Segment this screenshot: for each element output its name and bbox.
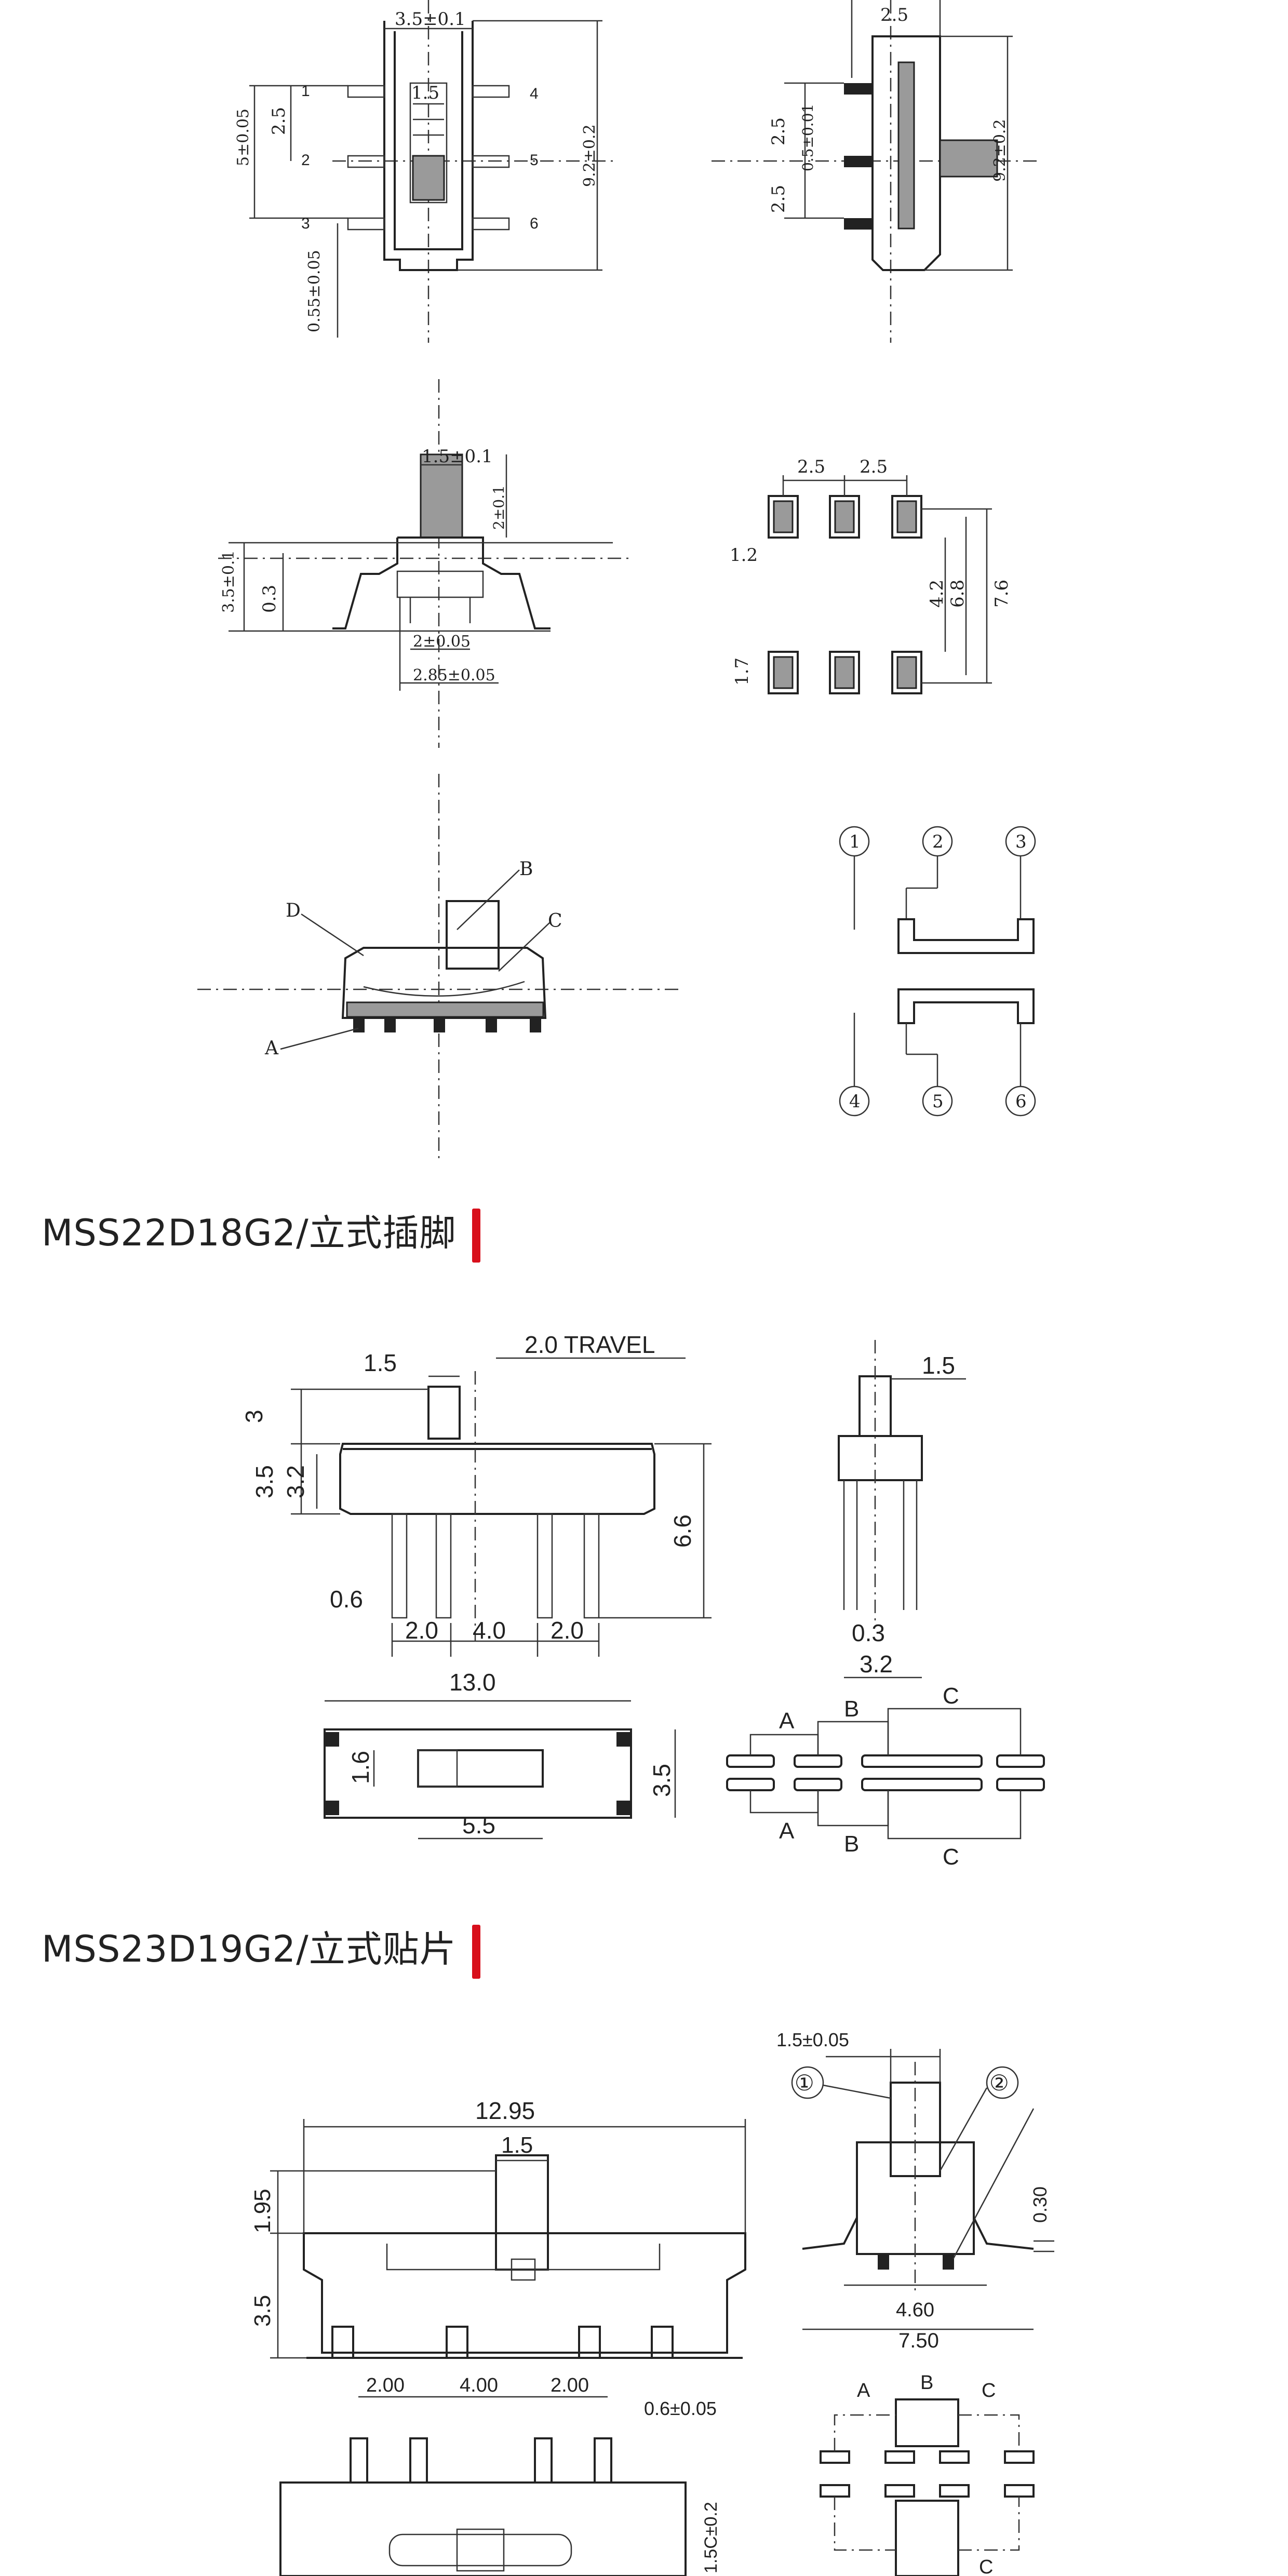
mss22-circuit-b-bottom: B bbox=[844, 1831, 859, 1857]
mss23-knob: 1.5 bbox=[501, 2132, 533, 2158]
drawing-mss22: 1.5 2.0 TRAVEL 3 3.5 3.2 6.6 0.6 2.0 4.0… bbox=[240, 1331, 1045, 1870]
dim-side-c: 2.5 bbox=[768, 185, 789, 213]
circuit-pin-3: 3 bbox=[1015, 831, 1027, 852]
dim-body-height: 3.5±0.1 bbox=[220, 550, 238, 613]
pin-label-6: 6 bbox=[530, 215, 539, 232]
mss23-knob-h: 1.95 bbox=[250, 2189, 275, 2233]
pin-label-1: 1 bbox=[301, 83, 310, 100]
mss23-body-h: 3.5 bbox=[250, 2295, 275, 2327]
mss22-travel: 2.0 TRAVEL bbox=[525, 1331, 655, 1358]
drawing-front-view: 1.5±0.1 2±0.1 3.5±0.1 0.3 2±0.05 2.85±0.… bbox=[218, 379, 1012, 748]
circuit-pin-6: 6 bbox=[1015, 1091, 1027, 1112]
mss23-p1: 2.00 bbox=[366, 2374, 405, 2396]
mss22-slot-w: 5.5 bbox=[462, 1812, 495, 1839]
dim-side-a: 2.5 bbox=[768, 117, 789, 145]
dim-pad-height: 1.7 bbox=[732, 658, 753, 686]
mss23-inner: 4.60 bbox=[896, 2299, 934, 2321]
section-title-mss23-text: MSS23D19G2/立式贴片 bbox=[42, 1928, 457, 1970]
pin-label-4: 4 bbox=[530, 85, 539, 102]
mss23-circuit-c-top: C bbox=[982, 2380, 996, 2401]
mss23-circuit-c-bottom: C bbox=[979, 2556, 993, 2576]
mss23-side-knob: 1.5±0.05 bbox=[776, 2029, 849, 2050]
circuit-pin-5: 5 bbox=[932, 1091, 944, 1112]
circuit-pin-4: 4 bbox=[849, 1091, 861, 1112]
section-title-mss22-text: MSS22D18G2/立式插脚 bbox=[42, 1212, 457, 1254]
mss23-circuit-a: A bbox=[857, 2380, 870, 2401]
mss23-length: 12.95 bbox=[475, 2097, 535, 2124]
dim-side-top: 2.5 bbox=[880, 5, 908, 25]
dim-span-a: 4.2 bbox=[927, 580, 947, 608]
mss22-circuit-c-top: C bbox=[943, 1683, 959, 1709]
mss23-callout-1: ① bbox=[795, 2070, 814, 2096]
mss23-callout-2: ② bbox=[989, 2070, 1009, 2096]
dim-pad-pitch-b: 2.5 bbox=[860, 457, 888, 477]
mss22-p3: 2.0 bbox=[551, 1617, 584, 1644]
label-a: A bbox=[264, 1038, 279, 1059]
mss22-side-a: 0.3 bbox=[852, 1619, 885, 1646]
dim-lead-a: 2±0.05 bbox=[413, 633, 471, 651]
mss22-pin-w: 0.6 bbox=[330, 1586, 363, 1613]
dim-knob-width: 1.5±0.1 bbox=[422, 446, 493, 467]
mss22-width: 3.5 bbox=[648, 1764, 675, 1797]
drawing-top-view: 3.5±0.1 1.5 5±0.05 2.5 9.2±0.2 0.55±0.05… bbox=[234, 0, 1039, 343]
label-b: B bbox=[519, 858, 533, 880]
section-title-mss22: MSS22D18G2/立式插脚 bbox=[42, 1204, 480, 1263]
mss22-side-b: 3.2 bbox=[860, 1651, 893, 1678]
mss23-circuit-b-top: B bbox=[920, 2372, 933, 2394]
dim-side-height: 9.2±0.2 bbox=[991, 119, 1009, 182]
pin-label-2: 2 bbox=[301, 152, 310, 169]
mss23-p3: 2.00 bbox=[551, 2374, 589, 2396]
dim-span-b: 6.8 bbox=[947, 580, 968, 608]
dim-side-b: 0.5±0.01 bbox=[799, 104, 816, 171]
mss22-p2: 4.0 bbox=[473, 1617, 506, 1644]
mss22-h1: 3 bbox=[240, 1410, 267, 1423]
dim-pitch-b: 5±0.05 bbox=[234, 109, 252, 166]
dim-pad-pitch-a: 2.5 bbox=[797, 457, 825, 477]
mss23-side-offset: 0.30 bbox=[1029, 2186, 1051, 2223]
mss22-h3: 3.2 bbox=[282, 1465, 309, 1498]
dim-pitch-a: 2.5 bbox=[269, 107, 289, 135]
mss23-p2: 4.00 bbox=[460, 2374, 498, 2396]
drawing-mss23: 12.95 1.5 1.95 3.5 1.5±0.05 ① ② 0.30 4.6… bbox=[250, 2029, 1054, 2576]
mss22-knob: 1.5 bbox=[364, 1349, 397, 1376]
circuit-pin-2: 2 bbox=[932, 831, 944, 852]
mss22-slot-h: 1.6 bbox=[347, 1751, 374, 1784]
circuit-pin-1: 1 bbox=[849, 831, 861, 852]
dim-top-width: 3.5±0.1 bbox=[395, 9, 466, 30]
label-d: D bbox=[286, 900, 301, 921]
title-accent-bar bbox=[472, 1924, 480, 1979]
mss22-h2: 3.5 bbox=[251, 1465, 278, 1498]
dim-span-c: 7.6 bbox=[991, 580, 1012, 608]
section-title-mss23: MSS23D19G2/立式贴片 bbox=[42, 1920, 480, 1979]
mss22-circuit-a-bottom: A bbox=[779, 1818, 795, 1844]
mss22-side-knob: 1.5 bbox=[922, 1352, 955, 1379]
mss22-circuit-b-top: B bbox=[844, 1696, 859, 1722]
mss22-pin-len: 6.6 bbox=[669, 1514, 696, 1548]
mss23-side-w: 1.5C±0.2 bbox=[701, 2502, 721, 2573]
dim-pin-width: 0.55±0.05 bbox=[305, 250, 324, 332]
label-c: C bbox=[548, 910, 562, 932]
pin-label-5: 5 bbox=[530, 152, 539, 169]
drawing-section-view: D B C A 1 2 3 4 5 6 bbox=[197, 774, 1036, 1163]
dim-offset: 0.3 bbox=[259, 585, 280, 613]
dim-lead-b: 2.85±0.05 bbox=[413, 666, 495, 685]
mss22-length: 13.0 bbox=[449, 1669, 496, 1696]
dim-height: 9.2±0.2 bbox=[581, 124, 599, 187]
mss22-circuit-c-bottom: C bbox=[943, 1844, 959, 1870]
dim-slot: 1.5 bbox=[411, 83, 439, 103]
mss23-pad-w: 0.6±0.05 bbox=[644, 2398, 717, 2419]
dim-pad-width: 1.2 bbox=[730, 545, 758, 566]
dim-knob-height: 2±0.1 bbox=[490, 485, 507, 530]
mss23-outer: 7.50 bbox=[898, 2329, 939, 2352]
title-accent-bar bbox=[472, 1208, 480, 1263]
pin-label-3: 3 bbox=[301, 215, 310, 232]
mss22-p1: 2.0 bbox=[405, 1617, 438, 1644]
mss22-circuit-a-top: A bbox=[779, 1708, 795, 1734]
